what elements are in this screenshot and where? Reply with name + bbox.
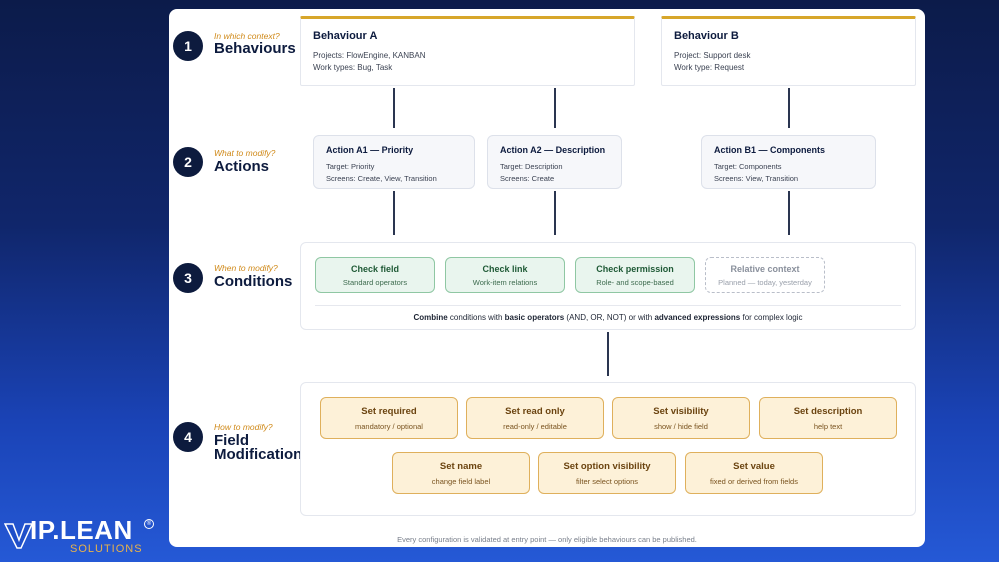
company-logo: IP.LEAN ® SOLUTIONS bbox=[4, 515, 164, 559]
connector-a-a1 bbox=[393, 88, 395, 128]
combine-word: Combine bbox=[413, 313, 448, 322]
action-b1-title: Action B1 — Components bbox=[714, 145, 826, 155]
step-1-badge: 1 bbox=[173, 31, 203, 61]
action-b1-card[interactable]: Action B1 — Components Target: Component… bbox=[701, 135, 876, 189]
combine-advanced-expressions: advanced expressions bbox=[654, 313, 741, 322]
behaviour-b-card[interactable]: Behaviour B Project: Support desk Work t… bbox=[661, 16, 916, 86]
mod-set-option-visibility-sub: filter select options bbox=[575, 476, 639, 486]
mod-set-value-sub: fixed or derived from fields bbox=[710, 476, 798, 486]
logo-v-mark-icon bbox=[4, 523, 34, 549]
mod-set-name-title: Set name bbox=[439, 460, 483, 472]
step-4-badge: 4 bbox=[173, 422, 203, 452]
conditions-divider bbox=[315, 305, 901, 306]
action-a1-title: Action A1 — Priority bbox=[326, 145, 414, 155]
logo-main-text: IP.LEAN bbox=[30, 515, 133, 545]
step-1-question: In which context? bbox=[214, 31, 280, 41]
condition-relative-context: Relative context Planned — today, yester… bbox=[705, 257, 825, 293]
action-a1-card[interactable]: Action A1 — Priority Target: Priority Sc… bbox=[313, 135, 475, 189]
condition-check-field-title: Check field bbox=[350, 263, 399, 274]
combine-text-1: conditions with bbox=[447, 313, 505, 322]
condition-check-link-title: Check link bbox=[482, 263, 528, 274]
action-a2-screens: Screens: Create bbox=[500, 174, 555, 183]
connector-b-b1 bbox=[788, 88, 790, 128]
diagram-card: 1 In which context? Behaviours 2 What to… bbox=[169, 9, 925, 547]
condition-check-link[interactable]: Check link Work-item relations bbox=[445, 257, 565, 293]
behaviour-b-title: Behaviour B bbox=[674, 30, 739, 42]
condition-check-permission-title: Check permission bbox=[596, 263, 674, 274]
mod-set-read-only-title: Set read only bbox=[505, 405, 565, 417]
step-3-question: When to modify? bbox=[214, 263, 278, 273]
mod-set-description[interactable]: Set description help text bbox=[759, 397, 897, 439]
condition-check-permission-sub: Role- and scope-based bbox=[596, 277, 674, 287]
mod-set-required[interactable]: Set required mandatory / optional bbox=[320, 397, 458, 439]
behaviour-b-project: Project: Support desk bbox=[674, 51, 751, 60]
mod-set-name[interactable]: Set name change field label bbox=[392, 452, 530, 494]
step-2-badge: 2 bbox=[173, 147, 203, 177]
combine-text-3: for complex logic bbox=[740, 313, 803, 322]
connector-a1-conditions bbox=[393, 191, 395, 235]
mod-set-read-only-sub: read-only / editable bbox=[503, 421, 567, 431]
mod-set-required-title: Set required bbox=[361, 405, 417, 417]
step-3-title: Conditions bbox=[214, 273, 293, 290]
logo-sub-text: SOLUTIONS bbox=[70, 543, 143, 555]
action-a1-target: Target: Priority bbox=[326, 162, 375, 171]
mod-set-visibility-sub: show / hide field bbox=[654, 421, 708, 431]
mod-set-option-visibility-title: Set option visibility bbox=[563, 460, 651, 472]
condition-check-permission[interactable]: Check permission Role- and scope-based bbox=[575, 257, 695, 293]
step-2-question: What to modify? bbox=[214, 148, 276, 158]
mod-set-visibility[interactable]: Set visibility show / hide field bbox=[612, 397, 750, 439]
condition-relative-context-sub: Planned — today, yesterday bbox=[718, 277, 812, 287]
condition-check-field[interactable]: Check field Standard operators bbox=[315, 257, 435, 293]
mod-set-read-only[interactable]: Set read only read-only / editable bbox=[466, 397, 604, 439]
step-2-title: Actions bbox=[214, 158, 270, 175]
step-3-badge: 3 bbox=[173, 263, 203, 293]
combine-basic-operators: basic operators bbox=[504, 313, 565, 322]
condition-relative-context-title: Relative context bbox=[730, 263, 800, 274]
connector-conditions-modifications bbox=[607, 332, 609, 376]
combine-note: Combine conditions with basic operators … bbox=[300, 313, 916, 322]
action-b1-target: Target: Components bbox=[714, 162, 782, 171]
mod-set-description-title: Set description bbox=[793, 405, 863, 417]
connector-b1-conditions bbox=[788, 191, 790, 235]
logo-registered-mark: ® bbox=[144, 519, 154, 529]
mod-set-visibility-title: Set visibility bbox=[653, 405, 709, 417]
action-a2-target: Target: Description bbox=[500, 162, 563, 171]
mod-set-description-sub: help text bbox=[813, 421, 843, 431]
mod-set-name-sub: change field label bbox=[431, 476, 491, 486]
connector-a2-conditions bbox=[554, 191, 556, 235]
step-4-title-line1: Field bbox=[214, 432, 250, 449]
condition-check-link-sub: Work-item relations bbox=[472, 277, 538, 287]
behaviour-b-work-type: Work type: Request bbox=[674, 63, 745, 72]
condition-check-field-sub: Standard operators bbox=[342, 277, 408, 287]
behaviour-a-work-types: Work types: Bug, Task bbox=[313, 63, 393, 72]
step-4-question: How to modify? bbox=[214, 422, 273, 432]
behaviour-a-title: Behaviour A bbox=[313, 30, 378, 42]
mod-set-required-sub: mandatory / optional bbox=[355, 421, 423, 431]
action-a1-screens: Screens: Create, View, Transition bbox=[326, 174, 437, 183]
combine-text-2: (AND, OR, NOT) or with bbox=[564, 313, 655, 322]
footer-note: Every configuration is validated at entr… bbox=[397, 535, 697, 544]
action-a2-title: Action A2 — Description bbox=[500, 145, 606, 155]
action-b1-screens: Screens: View, Transition bbox=[714, 174, 799, 183]
mod-set-value[interactable]: Set value fixed or derived from fields bbox=[685, 452, 823, 494]
mod-set-option-visibility[interactable]: Set option visibility filter select opti… bbox=[538, 452, 676, 494]
step-4-title-line2: Modifications bbox=[214, 446, 311, 463]
behaviour-a-projects: Projects: FlowEngine, KANBAN bbox=[313, 51, 426, 60]
connector-a-a2 bbox=[554, 88, 556, 128]
mod-set-value-title: Set value bbox=[733, 460, 775, 472]
step-1-title: Behaviours bbox=[214, 40, 296, 57]
action-a2-card[interactable]: Action A2 — Description Target: Descript… bbox=[487, 135, 622, 189]
behaviour-a-card[interactable]: Behaviour A Projects: FlowEngine, KANBAN… bbox=[300, 16, 635, 86]
